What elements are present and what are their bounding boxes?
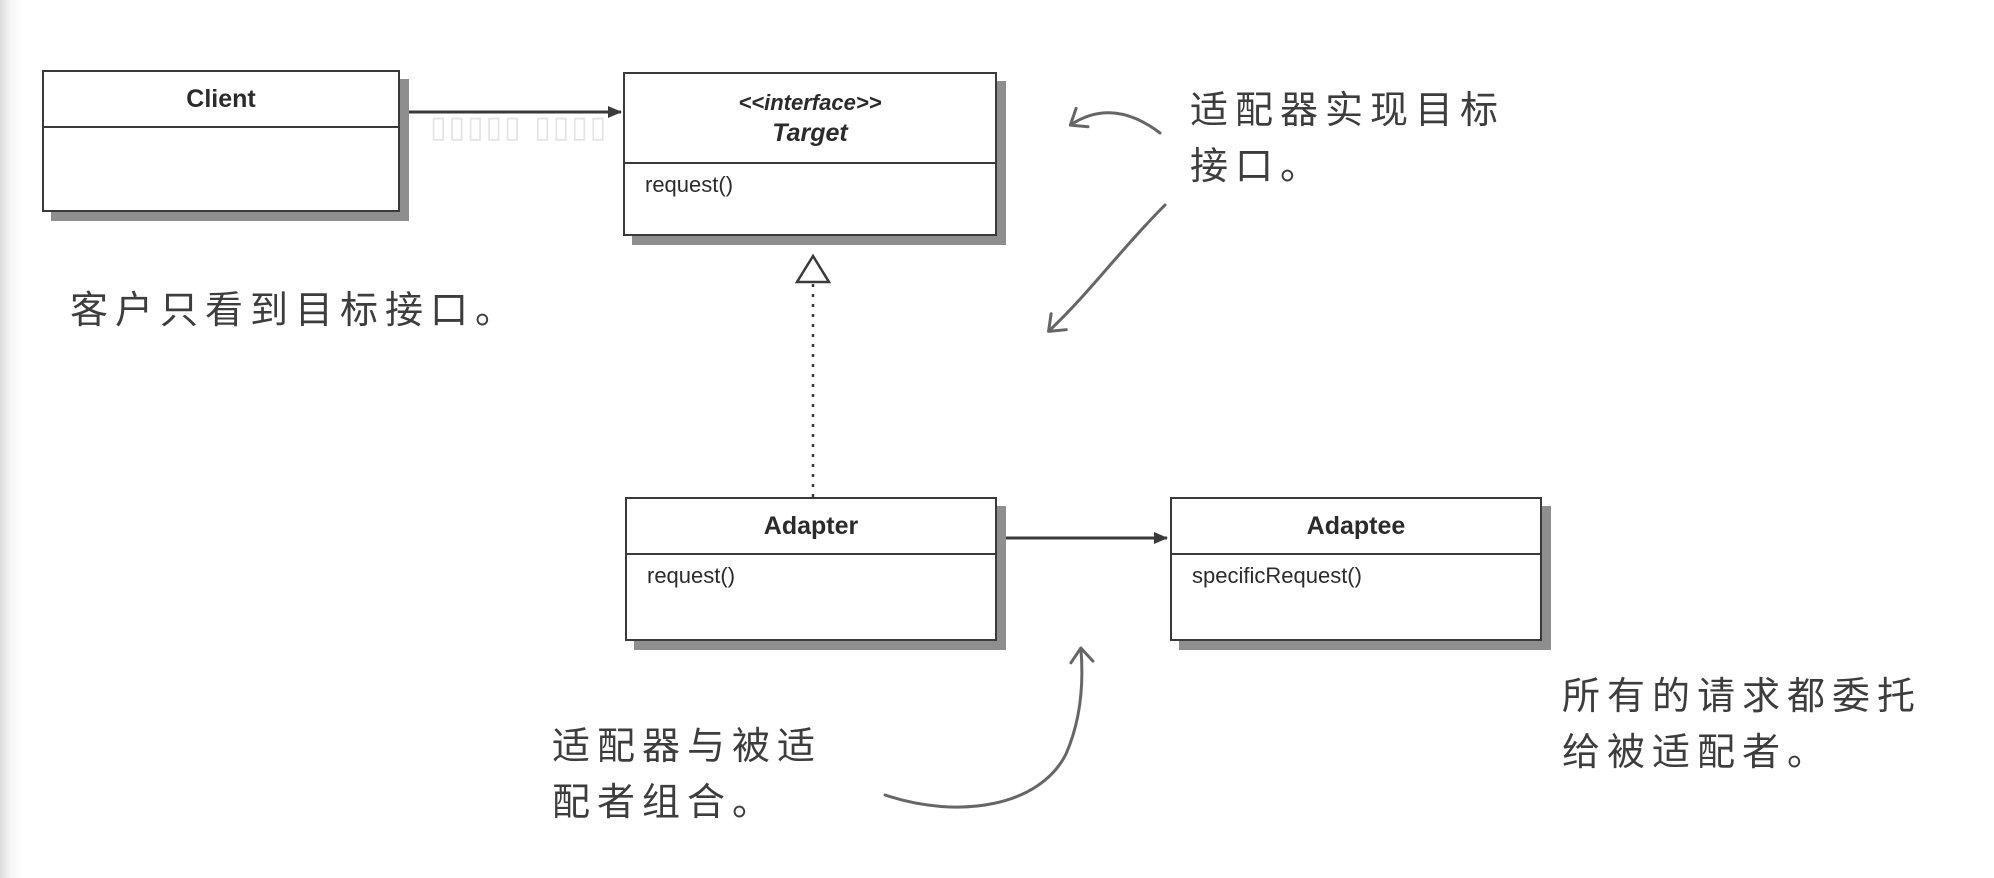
annotation-client-sees: 客户只看到目标接口。 bbox=[70, 288, 521, 332]
annotation-composition: 适配器与被适 配者组合。 bbox=[552, 724, 823, 824]
class-target: <<interface>> Target request() bbox=[623, 72, 997, 236]
class-target-header: <<interface>> Target bbox=[625, 74, 995, 164]
pencil-arrow-to-composition bbox=[883, 646, 1095, 809]
class-adaptee-method: specificRequest() bbox=[1192, 563, 1362, 588]
class-adaptee-name: Adaptee bbox=[1172, 499, 1540, 555]
pencil-arrow-to-target bbox=[1068, 106, 1162, 135]
realization-triangle bbox=[794, 253, 832, 284]
class-target-name: Target bbox=[772, 119, 848, 147]
class-adaptee: Adaptee specificRequest() bbox=[1170, 497, 1542, 641]
class-adapter-method: request() bbox=[647, 563, 736, 588]
annotation-adapter-implements: 适配器实现目标 接口。 bbox=[1190, 88, 1506, 188]
bleed-through-text: ▯▯▯▯▯ ▯▯▯▯ bbox=[430, 110, 609, 145]
class-client: Client bbox=[42, 70, 400, 212]
pencil-arrow-to-realization bbox=[1047, 203, 1167, 333]
class-client-name: Client bbox=[44, 72, 398, 128]
annotation-delegation: 所有的请求都委托 给被适配者。 bbox=[1562, 674, 1923, 774]
class-adapter-name: Adapter bbox=[627, 499, 995, 555]
class-target-stereotype: <<interface>> bbox=[738, 90, 882, 115]
class-target-method: request() bbox=[645, 172, 734, 197]
class-adapter: Adapter request() bbox=[625, 497, 997, 641]
